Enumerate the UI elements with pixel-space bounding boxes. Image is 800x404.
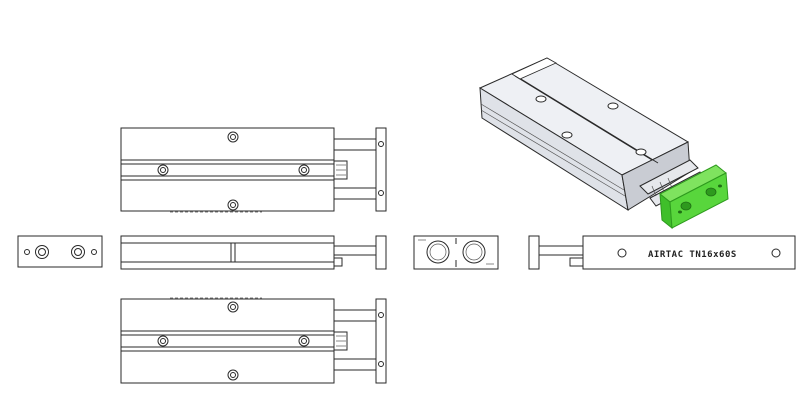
top-view-upper — [120, 127, 387, 213]
side-label: AIRTAC TN16x60S — [648, 250, 737, 260]
top-view-lower — [120, 297, 387, 384]
end-view-cylinder — [413, 235, 499, 270]
isometric-view — [478, 57, 729, 230]
front-view — [120, 235, 387, 270]
end-view-plate — [17, 235, 103, 268]
side-view: AIRTAC TN16x60S — [528, 235, 796, 270]
